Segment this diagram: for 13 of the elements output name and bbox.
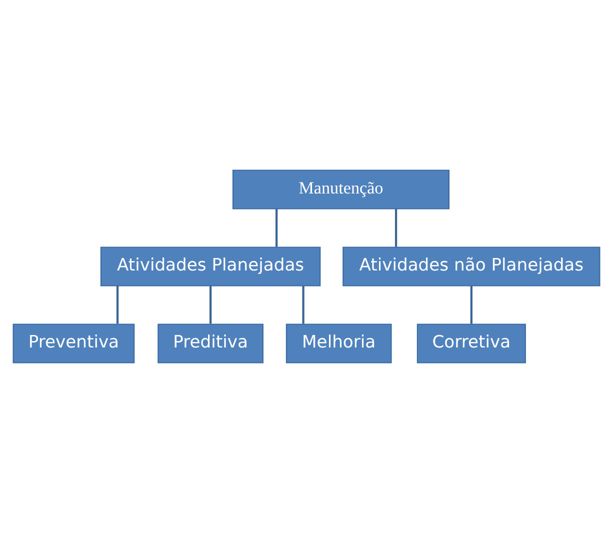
connector: [276, 208, 278, 247]
connector: [302, 286, 304, 324]
node-box: Corretiva: [416, 324, 526, 364]
node-box: Atividades Planejadas: [100, 246, 321, 286]
node-box: Preditiva: [158, 324, 264, 364]
connector: [116, 286, 119, 324]
node-box: Atividades não Planejadas: [342, 246, 600, 286]
node-box: Preventiva: [12, 324, 135, 364]
node-box: Melhoria: [286, 324, 392, 364]
connector: [470, 286, 472, 324]
connector: [394, 208, 398, 247]
connector: [209, 286, 212, 324]
node-box: Manutenção: [232, 170, 450, 210]
